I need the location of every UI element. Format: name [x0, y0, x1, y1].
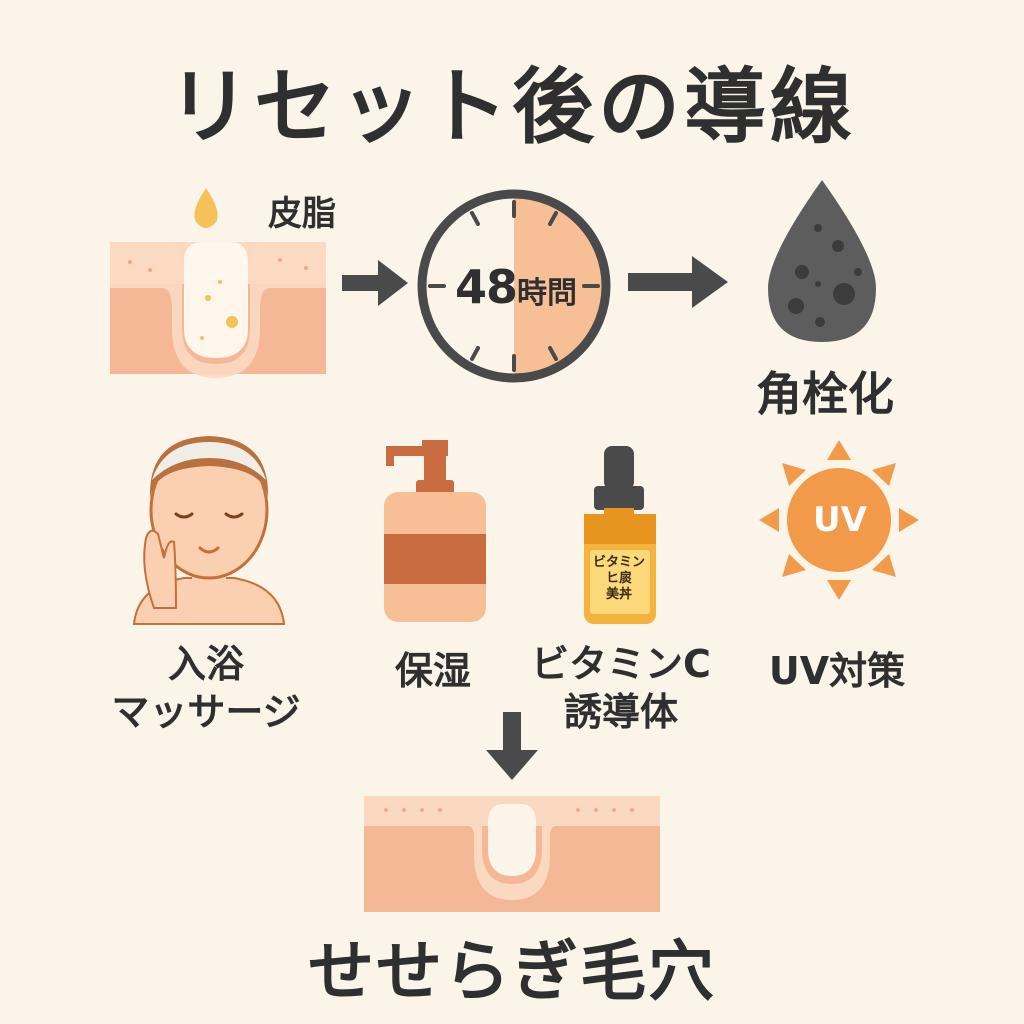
clock-icon [417, 189, 611, 383]
page-title: リセット後の導線 [167, 60, 856, 155]
clock-number: 48 [454, 260, 518, 314]
arrow-right-icon [628, 256, 728, 308]
clock-unit: 時問 [517, 276, 577, 311]
smooth-pore-illustration [364, 796, 660, 912]
label-moisturize: 保湿 [394, 649, 471, 693]
face-massage-icon [132, 436, 286, 625]
bottle-label-text: ビタミンヒ扊美丼 [584, 555, 654, 603]
skin-pore-illustration [110, 188, 326, 378]
label-derivative: 誘導体 [563, 690, 678, 734]
label-bath-massage: 入浴マッサージ [96, 640, 316, 736]
clock-label: 48時問 [436, 260, 596, 314]
keratin-plug-icon [768, 180, 876, 342]
bottle-label-line1: ビタミン [592, 555, 645, 570]
arrow-down-icon [486, 712, 538, 780]
oil-drop-icon [194, 188, 218, 228]
sun-uv-icon [759, 440, 919, 600]
label-vitc: ビタミンC [531, 642, 711, 686]
pump-bottle-icon [384, 440, 486, 622]
label-sebum: 皮脂 [268, 194, 336, 234]
label-keratin-plug: 角栓化 [756, 367, 894, 421]
label-massage: マッサージ [111, 690, 301, 734]
arrow-right-icon [342, 260, 408, 306]
label-uv-care: UV対策 [768, 649, 906, 693]
bottle-label-line3: 美丼 [605, 587, 632, 602]
bottle-label-line2: ヒ扊 [605, 571, 632, 586]
label-bath: 入浴 [167, 642, 244, 686]
serum-bottle-icon [584, 446, 656, 624]
sun-uv-text: UV [813, 500, 867, 540]
label-result: せせらぎ毛穴 [308, 933, 716, 1010]
